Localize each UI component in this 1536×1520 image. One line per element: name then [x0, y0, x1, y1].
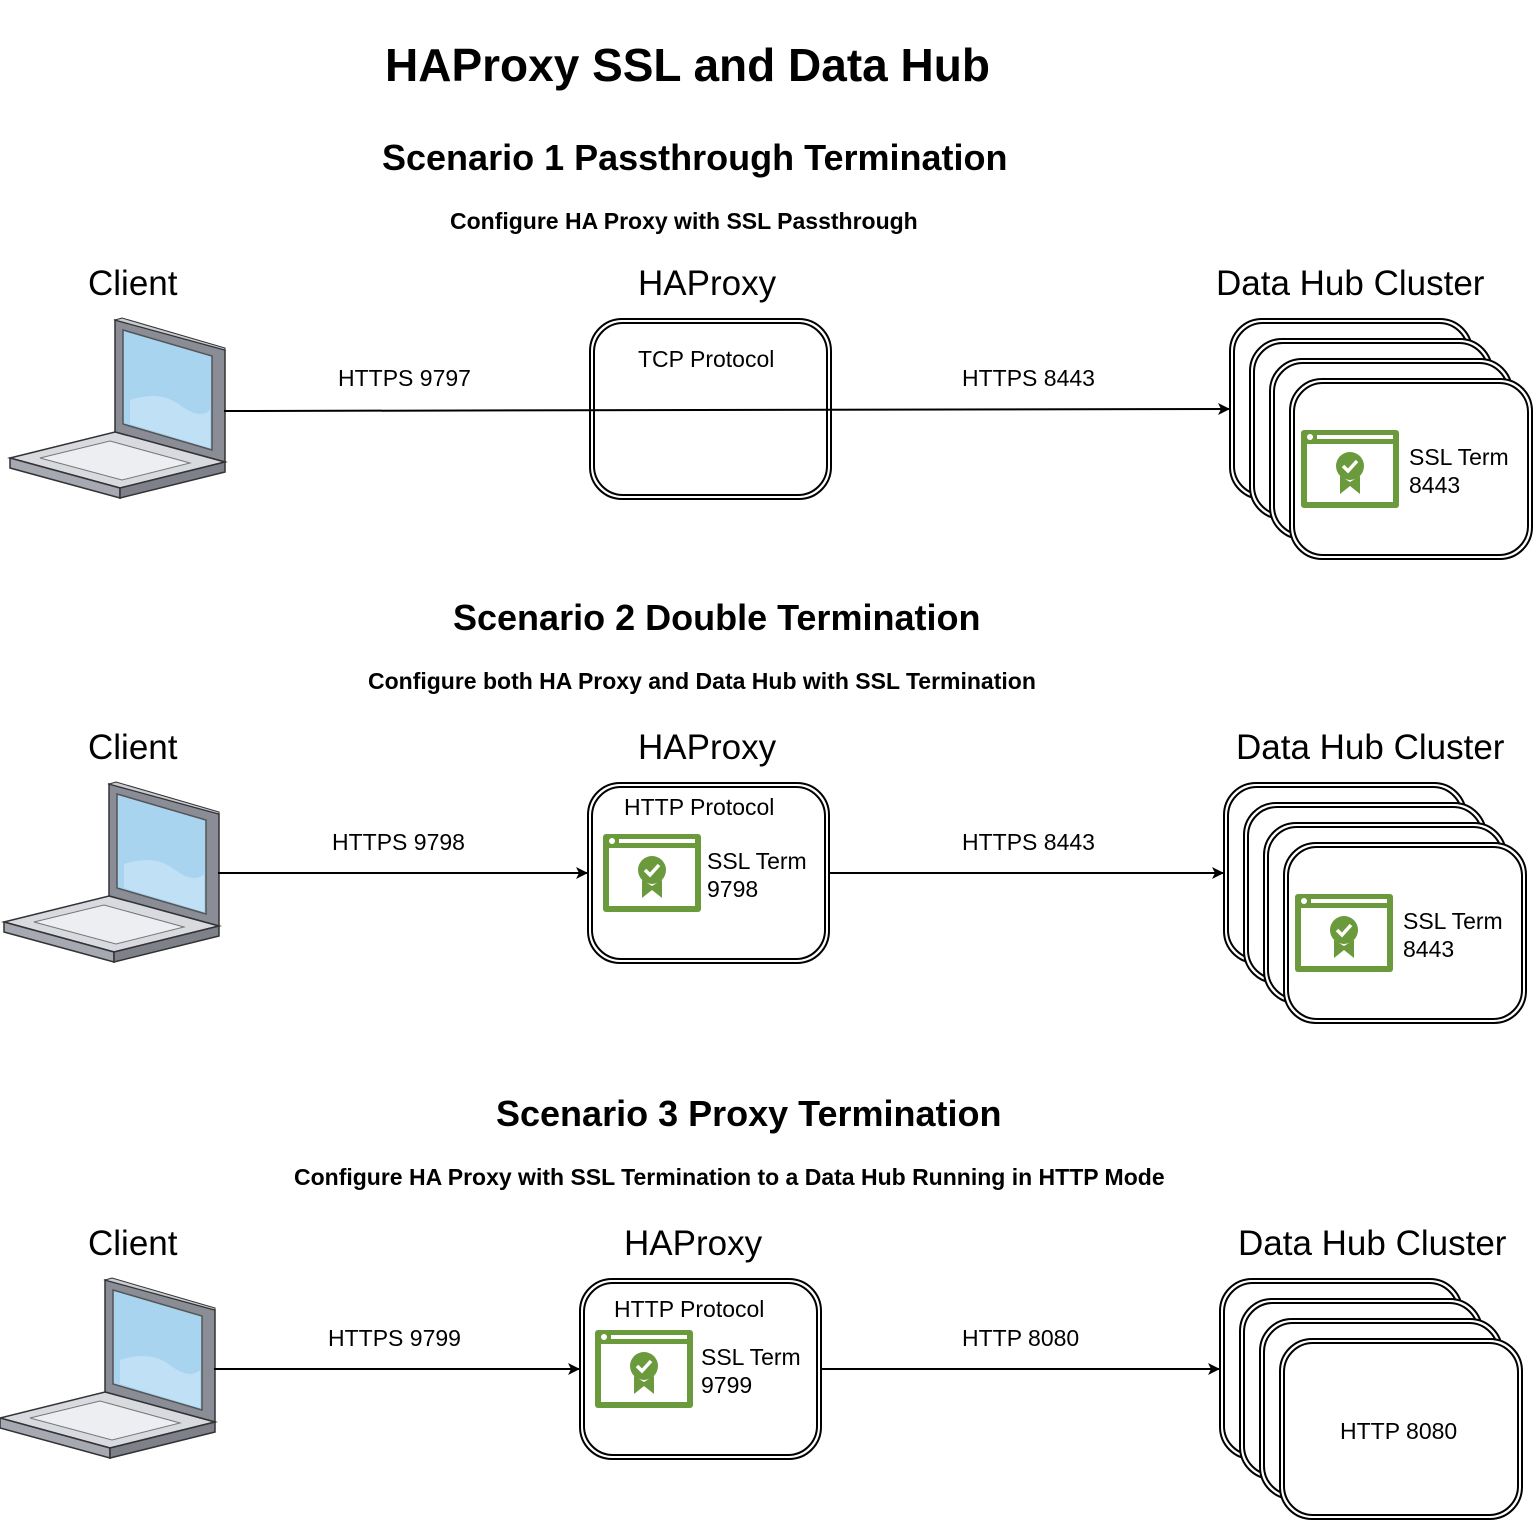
certificate-icon: [1293, 892, 1395, 974]
cluster-ssl-label: SSL Term 8443: [1409, 444, 1509, 498]
scenario-3-subheading: Configure HA Proxy with SSL Termination …: [294, 1164, 1165, 1190]
scenario-1-heading: Scenario 1 Passthrough Termination: [382, 137, 1008, 178]
cluster-label: Data Hub Cluster: [1236, 728, 1505, 767]
cluster-http-label: HTTP 8080: [1340, 1418, 1458, 1444]
laptop-icon: [9, 317, 226, 499]
client-link-label: HTTPS 9799: [328, 1325, 461, 1351]
proxy-protocol-label: HTTP Protocol: [614, 1296, 765, 1322]
proxy-ssl-label: SSL Term 9799: [701, 1344, 801, 1398]
diagram-title: HAProxy SSL and Data Hub: [385, 39, 990, 91]
client-label: Client: [88, 1224, 178, 1263]
scenario-2-subheading: Configure both HA Proxy and Data Hub wit…: [368, 668, 1036, 694]
cluster-link-label: HTTP 8080: [962, 1325, 1080, 1351]
passthrough-arrow: [223, 403, 1230, 416]
client-link-label: HTTPS 9798: [332, 829, 465, 855]
proxy-protocol-label: HTTP Protocol: [624, 794, 775, 820]
cluster-ssl-label: SSL Term 8443: [1403, 908, 1503, 962]
certificate-icon: [593, 1328, 695, 1410]
laptop-icon: [3, 781, 220, 963]
scenario-3-heading: Scenario 3 Proxy Termination: [496, 1093, 1002, 1134]
proxy-ssl-label: SSL Term 9798: [707, 848, 807, 902]
cluster-link-label: HTTPS 8443: [962, 365, 1095, 391]
client-label: Client: [88, 264, 178, 303]
cluster-stack: [1219, 1278, 1523, 1520]
proxy-protocol-label: TCP Protocol: [638, 346, 775, 372]
client-label: Client: [88, 728, 178, 767]
haproxy-label: HAProxy: [638, 264, 777, 303]
cluster-link-label: HTTPS 8443: [962, 829, 1095, 855]
scenario-2-heading: Scenario 2 Double Termination: [453, 597, 981, 638]
cluster-label: Data Hub Cluster: [1238, 1224, 1507, 1263]
haproxy-label: HAProxy: [638, 728, 777, 767]
client-link-label: HTTPS 9797: [338, 365, 471, 391]
scenario-1-subheading: Configure HA Proxy with SSL Passthrough: [450, 208, 918, 234]
laptop-icon: [0, 1277, 216, 1459]
cluster-label: Data Hub Cluster: [1216, 264, 1485, 303]
haproxy-label: HAProxy: [624, 1224, 763, 1263]
certificate-icon: [1299, 428, 1401, 510]
certificate-icon: [601, 832, 703, 914]
